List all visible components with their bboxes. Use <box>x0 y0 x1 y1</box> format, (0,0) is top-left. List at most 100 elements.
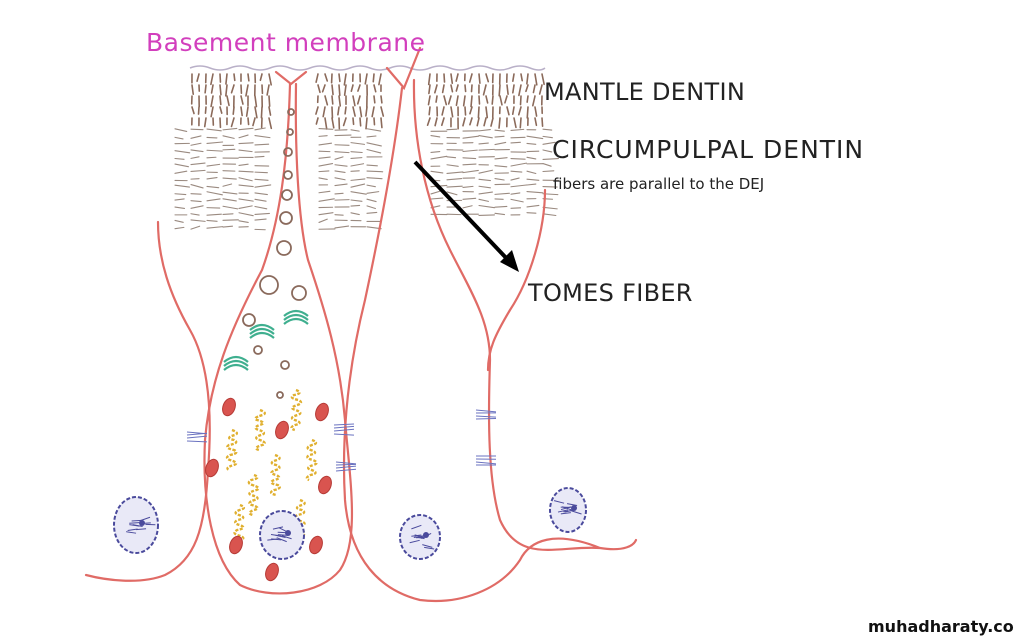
mantle-fiber-stroke <box>482 84 487 96</box>
circumpulpal-fiber-stroke <box>254 192 268 196</box>
circumpulpal-fiber-stroke <box>334 225 350 229</box>
mantle-fiber-stroke <box>315 73 319 84</box>
circumpulpal-fiber-stroke <box>478 185 491 189</box>
circumpulpal-fiber-stroke <box>222 191 238 195</box>
circumpulpal-fiber-stroke <box>254 184 272 188</box>
circumpulpal-fiber-stroke <box>190 149 204 153</box>
circumpulpal-fiber-stroke <box>206 191 223 196</box>
circumpulpal-fiber-stroke <box>174 163 189 168</box>
circumpulpal-fiber-stroke <box>462 185 474 189</box>
junctional-complex-line <box>475 417 497 420</box>
mantle-dentin-fibers <box>190 73 545 130</box>
circumpulpal-fiber-stroke <box>526 191 544 194</box>
circumpulpal-fiber-stroke <box>254 155 265 158</box>
mantle-fiber-stroke <box>268 95 271 107</box>
mantle-fiber-stroke <box>464 84 467 93</box>
circumpulpal-fiber-stroke <box>478 204 496 209</box>
mantle-fiber-stroke <box>490 117 494 127</box>
mantle-fiber-stroke <box>245 106 249 117</box>
mantle-fiber-stroke <box>441 84 445 94</box>
chromatin-strand <box>136 528 147 531</box>
circumpulpal-fiber-stroke <box>206 128 222 132</box>
mantle-fiber-stroke <box>455 73 459 82</box>
mantle-fiber-stroke <box>532 95 536 107</box>
chromatin-strand <box>414 534 425 539</box>
mantle-fiber-stroke <box>538 84 543 95</box>
circumpulpal-fiber-stroke <box>510 158 526 160</box>
circumpulpal-fiber-stroke <box>510 141 521 144</box>
circumpulpal-fiber-stroke <box>174 184 191 188</box>
circumpulpal-fiber-stroke <box>174 157 185 160</box>
mitochondrion <box>275 420 289 440</box>
secretory-vesicle <box>242 313 256 327</box>
circumpulpal-fiber-stroke <box>510 184 528 188</box>
rough-er-strand <box>305 438 318 482</box>
mantle-fiber-stroke <box>526 106 529 119</box>
mantle-fiber-stroke <box>485 73 490 83</box>
circumpulpal-fiber-stroke <box>366 164 378 167</box>
mantle-fiber-stroke <box>511 106 515 116</box>
right-cell-edge <box>486 188 547 372</box>
mantle-fiber-stroke <box>191 106 195 115</box>
circumpulpal-fiber-stroke <box>542 135 553 139</box>
mantle-fiber-stroke <box>428 106 431 116</box>
golgi-cisterna <box>249 327 275 335</box>
junctional-complex-line <box>186 435 208 439</box>
junctional-complex-line <box>333 428 355 432</box>
circumpulpal-fiber-stroke <box>222 213 234 215</box>
circumpulpal-fiber-stroke <box>238 127 254 131</box>
mantle-fiber-stroke <box>373 84 377 93</box>
circumpulpal-fiber-stroke <box>494 192 511 195</box>
mantle-fiber-stroke <box>343 73 347 86</box>
mantle-fiber-stroke <box>322 106 326 118</box>
junctional-complex-line <box>335 465 357 469</box>
mantle-fiber-stroke <box>266 84 270 96</box>
circumpulpal-fiber-stroke <box>510 162 528 167</box>
circumpulpal-fiber-stroke <box>190 193 202 195</box>
nucleolus <box>423 532 429 538</box>
circumpulpal-fiber-stroke <box>526 204 540 208</box>
circumpulpal-fiber-stroke <box>366 198 377 203</box>
circumpulpal-fiber-stroke <box>318 128 334 130</box>
chromatin-strand <box>571 510 582 515</box>
circumpulpal-fiber-stroke <box>238 220 249 224</box>
mantle-fiber-stroke <box>324 117 328 130</box>
mantle-fiber-stroke <box>426 117 431 127</box>
mantle-fiber-stroke <box>356 95 361 105</box>
circumpulpal-fiber-stroke <box>510 192 521 195</box>
circumpulpal-fiber-stroke <box>494 165 508 168</box>
circumpulpal-fiber-stroke <box>174 128 188 133</box>
circumpulpal-fiber-stroke <box>222 127 238 131</box>
circumpulpal-fiber-stroke <box>334 151 350 154</box>
circumpulpal-fiber-stroke <box>206 163 221 167</box>
golgi-cisterna <box>223 359 249 367</box>
chromatin-strand <box>281 535 292 540</box>
junctional-complex-line <box>335 463 357 466</box>
rough-er-strand <box>225 428 239 472</box>
circumpulpal-fiber-stroke <box>350 157 363 160</box>
mantle-fiber-stroke <box>247 73 250 82</box>
circumpulpal-fiber-stroke <box>350 142 366 145</box>
golgi-cisterna <box>283 313 309 321</box>
circumpulpal-fiber-stroke <box>334 183 348 187</box>
circumpulpal-fiber-stroke <box>222 198 237 202</box>
mantle-fiber-stroke <box>462 117 466 127</box>
mantle-fiber-stroke <box>268 106 272 116</box>
fibers-note-label: fibers are parallel to the DEJ <box>553 175 765 193</box>
secretory-vesicle <box>259 275 279 295</box>
mantle-fiber-stroke <box>541 73 545 86</box>
circumpulpal-fiber-stroke <box>462 197 477 200</box>
basement-membrane-line <box>189 65 546 71</box>
golgi-cisterna <box>249 331 275 339</box>
circumpulpal-fiber-stroke <box>446 164 459 167</box>
mantle-fiber-stroke <box>380 117 383 129</box>
mitochondrion <box>222 397 236 417</box>
rough-er-strand <box>254 408 266 452</box>
circumpulpal-fiber-stroke <box>206 198 221 202</box>
circumpulpal-fiber-stroke <box>318 162 334 167</box>
circumpulpal-fiber-stroke <box>318 170 330 173</box>
chromatin-strand <box>131 519 142 522</box>
secretory-vesicle <box>291 285 307 301</box>
circumpulpal-fiber-stroke <box>366 142 382 147</box>
circumpulpal-fiber-stroke <box>478 198 489 202</box>
